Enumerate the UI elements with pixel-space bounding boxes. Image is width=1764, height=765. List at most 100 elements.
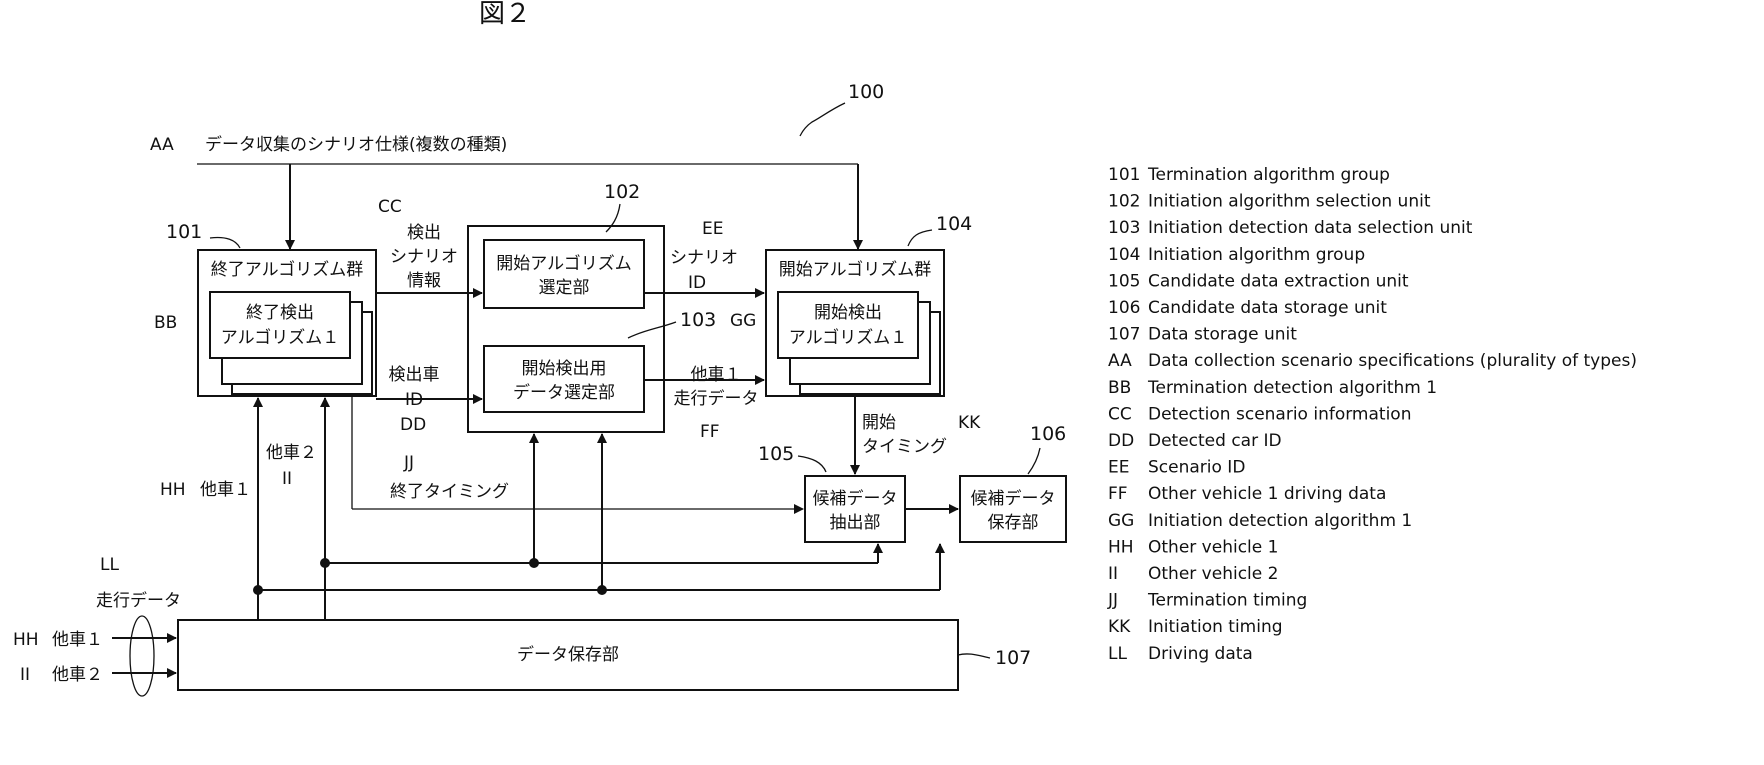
- b104-inner-line2: アルゴリズム１: [789, 327, 908, 348]
- b104-ref: 104: [936, 213, 972, 235]
- legend-text: Data storage unit: [1148, 325, 1297, 345]
- cc-tag: CC: [378, 197, 402, 217]
- legend-text: Scenario ID: [1148, 458, 1245, 478]
- cc-text-1: 検出: [407, 223, 441, 243]
- b103-line2: データ選定部: [513, 382, 615, 403]
- figure-label: 図２: [479, 0, 531, 29]
- b105-ref: 105: [758, 443, 794, 465]
- kk-text-1: 開始: [862, 413, 896, 433]
- legend-key: DD: [1108, 431, 1134, 451]
- in-ii-text: 他車２: [52, 665, 103, 685]
- in-hh-text: 他車１: [52, 630, 103, 650]
- b102-line1: 開始アルゴリズム: [496, 253, 632, 274]
- legend-key: 106: [1108, 298, 1140, 318]
- jj-text: 終了タイミング: [390, 482, 509, 502]
- ii-bus-junction-1: [320, 558, 330, 568]
- kk-tag: KK: [958, 413, 981, 433]
- legend-text: Other vehicle 1: [1148, 537, 1278, 557]
- legend-key: GG: [1108, 511, 1134, 531]
- legend-key: JJ: [1107, 591, 1118, 611]
- b106-line1: 候補データ: [971, 488, 1056, 509]
- ll-tag: LL: [100, 555, 119, 575]
- legend-key: LL: [1108, 644, 1127, 664]
- b107-ref: 107: [995, 647, 1031, 669]
- bb-tag: BB: [154, 313, 177, 333]
- in-hh-tag: HH: [13, 630, 39, 650]
- jj-tag: JJ: [403, 453, 414, 473]
- legend-key: FF: [1108, 484, 1128, 504]
- b107-ref-leader: [958, 654, 990, 658]
- legend-text: Detection scenario information: [1148, 404, 1411, 424]
- b107-text: データ保存部: [517, 644, 619, 665]
- hh-feed-text: 他車１: [200, 480, 251, 500]
- legend-key: 101: [1108, 165, 1140, 185]
- hh-feed-tag: HH: [160, 480, 186, 500]
- termination-detection-algorithm-box: [210, 292, 350, 358]
- ii-feed-text: 他車２: [266, 443, 317, 463]
- ff-tag: FF: [700, 422, 720, 442]
- dd-text-2: ID: [405, 390, 423, 410]
- legend-text: Termination timing: [1147, 591, 1307, 611]
- ref-100-label: 100: [848, 81, 884, 103]
- legend-key: 103: [1108, 218, 1140, 238]
- legend-text: Candidate data storage unit: [1148, 298, 1387, 318]
- b105-line1: 候補データ: [813, 488, 898, 509]
- legend-key: BB: [1108, 378, 1131, 398]
- b106-ref: 106: [1030, 423, 1066, 445]
- ll-text: 走行データ: [96, 590, 181, 611]
- ee-tag: EE: [702, 219, 723, 239]
- ref-100-leader: [800, 103, 845, 136]
- legend-key: KK: [1108, 617, 1131, 637]
- legend-key: CC: [1108, 404, 1132, 424]
- legend-key: AA: [1108, 351, 1132, 371]
- b104-ref-leader: [908, 230, 932, 246]
- hh-bus-junction-1: [253, 585, 263, 595]
- input-bundle-loop: [130, 616, 154, 696]
- legend-key: EE: [1108, 458, 1129, 478]
- legend-text: Other vehicle 2: [1148, 564, 1278, 584]
- legend-text: Other vehicle 1 driving data: [1148, 484, 1386, 504]
- b102-ref: 102: [604, 181, 640, 203]
- legend-text: Initiation detection data selection unit: [1148, 218, 1473, 238]
- b101-ref-leader: [210, 237, 240, 248]
- legend-key: 105: [1108, 271, 1140, 291]
- gg-tag: GG: [730, 311, 756, 331]
- legend-text: Data collection scenario specifications …: [1148, 351, 1637, 371]
- ee-text-2: ID: [688, 273, 706, 293]
- legend-text: Initiation timing: [1148, 617, 1283, 637]
- b101-title: 終了アルゴリズム群: [211, 259, 364, 280]
- cc-text-2: シナリオ: [390, 247, 458, 267]
- legend-text: Initiation algorithm group: [1148, 245, 1365, 265]
- legend-text: Driving data: [1148, 644, 1253, 664]
- legend-key: 107: [1108, 325, 1140, 345]
- b101-inner-line2: アルゴリズム１: [221, 327, 340, 348]
- ff-text-2: 走行データ: [674, 388, 759, 409]
- dd-tag: DD: [400, 415, 426, 435]
- legend: 101 Termination algorithm group 102Initiat…: [1107, 165, 1637, 664]
- b103-ref: 103: [680, 309, 716, 331]
- legend-text: Detected car ID: [1148, 431, 1282, 451]
- b105-line2: 抽出部: [830, 513, 881, 533]
- legend-key: 102: [1108, 192, 1140, 212]
- ff-text-1: 他車１: [691, 365, 742, 385]
- b101-inner-line1: 終了検出: [246, 303, 314, 323]
- b104-inner-line1: 開始検出: [814, 303, 882, 323]
- spec-text: データ収集のシナリオ仕様(複数の種類): [205, 134, 507, 155]
- b106-line2: 保存部: [988, 513, 1039, 533]
- legend-text: Termination algorithm group: [1147, 165, 1390, 185]
- legend-key: HH: [1108, 537, 1134, 557]
- legend-text: Termination detection algorithm 1: [1147, 378, 1437, 398]
- ee-text-1: シナリオ: [670, 248, 738, 268]
- b104-title: 開始アルゴリズム群: [779, 259, 932, 280]
- b105-ref-leader: [798, 456, 826, 472]
- b106-ref-leader: [1028, 448, 1040, 474]
- ii-feed-tag: II: [282, 469, 292, 489]
- legend-text: Candidate data extraction unit: [1148, 271, 1409, 291]
- initiation-detection-algorithm-box: [778, 292, 918, 358]
- b102-line2: 選定部: [539, 278, 590, 298]
- in-ii-tag: II: [20, 665, 30, 685]
- cc-text-3: 情報: [407, 271, 441, 291]
- spec-tag: AA: [150, 135, 174, 155]
- kk-text-2: タイミング: [862, 437, 947, 457]
- b103-line1: 開始検出用: [522, 359, 607, 379]
